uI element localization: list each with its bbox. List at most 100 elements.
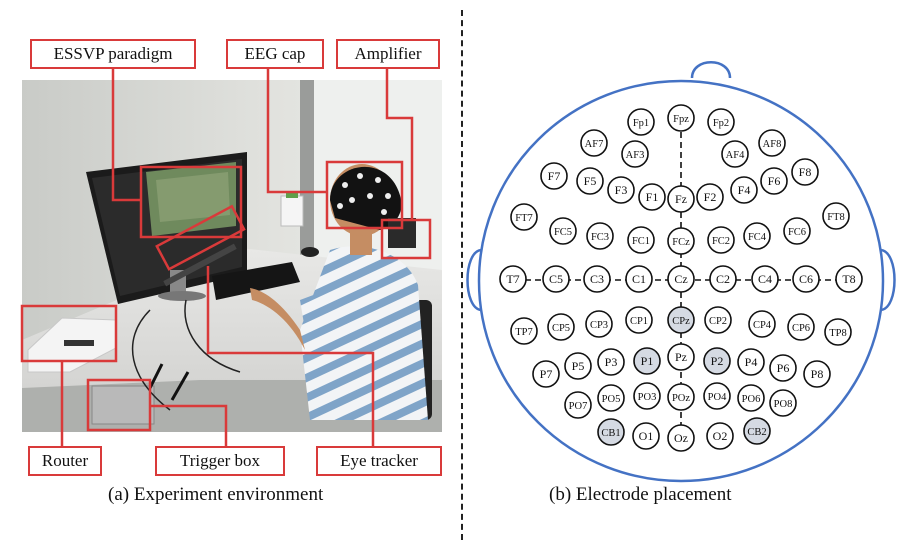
electrode-fz: Fz [667,185,695,213]
electrode-c6: C6 [792,265,820,293]
electrode-label: FC1 [632,236,650,247]
electrode-p4: P4 [737,348,765,376]
electrode-label: C5 [549,272,563,286]
electrode-circle [667,424,695,452]
electrode-circle [580,129,608,157]
electrode-o2: O2 [706,422,734,450]
electrode-fc5: FC5 [549,217,577,245]
electrode-circle [564,352,592,380]
electrode-label: CPz [672,316,690,327]
electrode-label: O1 [639,429,654,443]
electrode-fpz: Fpz [667,104,695,132]
electrode-label: AF3 [626,150,645,161]
annotation-lines [20,56,432,448]
electrode-circle [667,265,695,293]
electrode-circle [540,162,568,190]
electrode-circle [743,417,771,445]
electrode-circle [769,389,797,417]
nose-outline [690,61,732,79]
electrode-circle [737,384,765,412]
electrode-fc1: FC1 [627,226,655,254]
electrode-circle [703,347,731,375]
electrode-p3: P3 [597,348,625,376]
electrode-fc6: FC6 [783,217,811,245]
electrode-label: T8 [842,272,855,286]
electrode-fc3: FC3 [586,222,614,250]
electrode-label: FC4 [748,232,767,243]
electrode-label: POz [672,393,690,404]
electrode-cp6: CP6 [787,313,815,341]
electrode-circle [835,265,863,293]
electrode-f5: F5 [576,167,604,195]
electrode-label: CB1 [601,428,620,439]
electrode-circle [783,217,811,245]
electrode-circle [625,265,653,293]
electrode-label: CP2 [709,316,727,327]
electrode-cp4: CP4 [748,310,776,338]
electrode-label: F8 [799,165,812,179]
electrode-label: T7 [506,272,519,286]
electrode-circle [576,167,604,195]
electrode-circle [751,265,779,293]
experiment-photo [20,56,442,448]
electrode-circle [547,313,575,341]
electrode-af7: AF7 [580,129,608,157]
electrode-circle [627,226,655,254]
electrode-label: Cz [674,272,687,286]
electrode-po6: PO6 [737,384,765,412]
electrode-label: C4 [758,272,772,286]
electrode-circle [758,129,786,157]
electrode-fc2: FC2 [707,226,735,254]
electrode-label: C3 [590,272,604,286]
electrode-circle [597,384,625,412]
electrode-label: C6 [799,272,813,286]
eye-tracker-device [163,243,237,287]
electrode-label: C2 [716,272,730,286]
electrode-circle [532,360,560,388]
electrode-c5: C5 [542,265,570,293]
electrode-circle [621,140,649,168]
caption-electrode-placement: (b) Electrode placement [549,484,732,505]
label-router: Router [28,446,102,476]
electrode-circle [792,265,820,293]
electrode-circle [499,265,527,293]
label-eye-tracker: Eye tracker [316,446,442,476]
electrode-c1: C1 [625,265,653,293]
electrode-circle [607,176,635,204]
electrode-circle [633,347,661,375]
electrode-label: AF8 [763,139,782,150]
label-essvp-paradigm: ESSVP paradigm [30,39,196,69]
electrode-label: FT7 [515,213,533,224]
electrode-po3: PO3 [633,382,661,410]
trigger-box-device [91,385,155,425]
electrode-c2: C2 [709,265,737,293]
electrode-circle [510,317,538,345]
electrode-circle [703,382,731,410]
electrode-label: Fz [675,192,687,206]
electrode-label: FC5 [554,227,572,238]
electrode-t8: T8 [835,265,863,293]
electrode-circle [737,348,765,376]
electrode-po5: PO5 [597,384,625,412]
electrode-label: PO7 [569,401,588,412]
electrode-circle [549,217,577,245]
electrode-label: F4 [738,183,751,197]
electrode-circle [667,185,695,213]
electrode-label: P7 [540,367,553,381]
electrode-circle [510,203,538,231]
electrode-circle [667,343,695,371]
electrode-label: AF7 [585,139,604,150]
electrode-label: CP6 [792,323,810,334]
electrode-label: O2 [713,429,728,443]
keyboard [212,262,300,300]
label-amplifier: Amplifier [336,39,440,69]
electrode-tp7: TP7 [510,317,538,345]
right-ear-outline [880,248,896,312]
electrode-circle [597,348,625,376]
electrode-cp5: CP5 [547,313,575,341]
electrode-label: F3 [615,183,628,197]
electrode-circle [743,222,771,250]
electrode-label: AF4 [726,150,745,161]
electrode-label: F1 [646,190,659,204]
